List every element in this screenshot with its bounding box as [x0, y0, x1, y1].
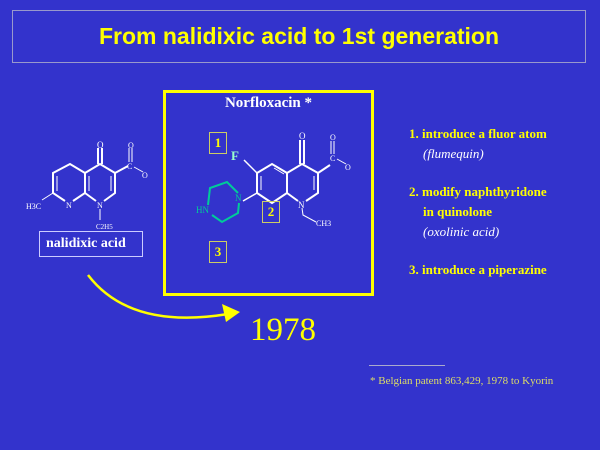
- modification-list: 1. introduce a fluor atom (flumequin) 2.…: [409, 124, 547, 280]
- position-box-2: 2: [262, 201, 280, 223]
- atom-label: O: [97, 140, 104, 150]
- atom-label: O: [128, 141, 134, 150]
- list-item: 3. introduce a piperazine: [409, 262, 547, 277]
- atom-label: N: [97, 201, 103, 210]
- norfloxacin-structure: [242, 140, 347, 223]
- atom-label: O: [330, 133, 336, 142]
- footnote-divider: [369, 365, 445, 366]
- arrowhead: [222, 304, 240, 322]
- atom-label: CH3: [316, 219, 331, 228]
- list-item: 1. introduce a fluor atom (flumequin): [409, 126, 547, 161]
- title-box: From nalidixic acid to 1st generation: [12, 10, 586, 63]
- atom-label: H3C: [26, 202, 41, 211]
- atom-label: N: [298, 200, 305, 210]
- year: 1978: [250, 312, 316, 348]
- atom-label: N: [66, 201, 72, 210]
- atom-label: O: [299, 131, 306, 141]
- nalidixic-acid-structure: [41, 148, 144, 220]
- atom-label: O: [142, 171, 148, 180]
- atom-label-fluorine: F: [231, 148, 239, 163]
- footnote: * Belgian patent 863,429, 1978 to Kyorin: [370, 375, 554, 387]
- norfloxacin-title: Norfloxacin *: [224, 95, 313, 111]
- list-item: 2. modify naphthyridone in quinolone (ox…: [409, 184, 547, 239]
- atom-label: C: [330, 154, 335, 163]
- position-box-3: 3: [209, 241, 227, 263]
- piperazine-ring: [207, 180, 240, 224]
- compound-name: oxolinic acid: [427, 224, 495, 239]
- atom-label: HN: [196, 205, 209, 215]
- compound-name: flumequin: [427, 146, 480, 161]
- atom-label: C: [127, 162, 132, 171]
- atom-label: N: [235, 193, 242, 203]
- slide-title: From nalidixic acid to 1st generation: [98, 23, 500, 49]
- position-box-1: 1: [209, 132, 227, 154]
- atom-label: O: [345, 163, 351, 172]
- norfloxacin-box: [163, 90, 374, 296]
- arrow-curve: [87, 274, 229, 319]
- nalidixic-acid-label: nalidixic acid: [39, 231, 143, 257]
- atom-label: C2H5: [96, 223, 113, 231]
